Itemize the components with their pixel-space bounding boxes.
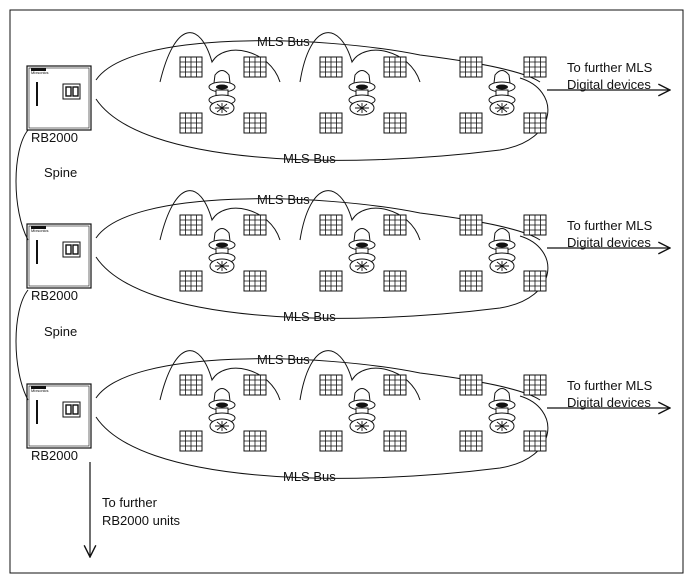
- bus-label-bottom: MLS Bus: [283, 309, 336, 324]
- spine-label-2: Spine: [44, 324, 77, 339]
- grid-panel-icon: [319, 112, 343, 134]
- further-label-line2: Digital devices: [567, 395, 651, 410]
- control-unit-icon: [26, 223, 92, 289]
- control-unit-icon: [26, 65, 92, 131]
- unit-label: RB2000: [31, 288, 78, 303]
- grid-panel-icon: [319, 214, 343, 236]
- bus-label-top: MLS Bus: [257, 34, 310, 49]
- light-fixture-icon: [348, 70, 376, 116]
- light-fixture-icon: [208, 388, 236, 434]
- grid-panel-icon: [459, 214, 483, 236]
- bus-label-bottom: MLS Bus: [283, 151, 336, 166]
- further-rb-label-line2: RB2000 units: [102, 513, 181, 528]
- grid-panel-icon: [243, 270, 267, 292]
- grid-panel-icon: [243, 374, 267, 396]
- unit-logo-text: Mixsonics: [31, 228, 49, 233]
- grid-panel-icon: [179, 270, 203, 292]
- grid-panel-icon: [523, 112, 547, 134]
- control-unit-icon: [26, 383, 92, 449]
- grid-panel-icon: [243, 112, 267, 134]
- grid-panel-icon: [243, 56, 267, 78]
- further-label-line2: Digital devices: [567, 235, 651, 250]
- grid-panel-icon: [459, 374, 483, 396]
- spine-line-1: [15, 129, 29, 241]
- light-fixture-icon: [208, 70, 236, 116]
- bus-label-top: MLS Bus: [257, 352, 310, 367]
- grid-panel-icon: [459, 430, 483, 452]
- further-label-line1: To further MLS: [567, 60, 653, 75]
- grid-panel-icon: [523, 270, 547, 292]
- grid-panel-icon: [319, 430, 343, 452]
- grid-panel-icon: [383, 270, 407, 292]
- light-fixture-icon: [348, 228, 376, 274]
- grid-panel-icon: [179, 56, 203, 78]
- spine-line-2: [15, 289, 29, 401]
- bus-label-top: MLS Bus: [257, 192, 310, 207]
- grid-panel-icon: [459, 270, 483, 292]
- grid-panel-icon: [319, 56, 343, 78]
- grid-panel-icon: [319, 374, 343, 396]
- grid-panel-icon: [383, 430, 407, 452]
- further-rb-label-line1: To further: [102, 495, 158, 510]
- bus-lower-loop: [95, 235, 549, 319]
- grid-panel-icon: [523, 374, 547, 396]
- light-fixture-icon: [208, 228, 236, 274]
- unit-label: RB2000: [31, 130, 78, 145]
- grid-panel-icon: [243, 430, 267, 452]
- further-label-line2: Digital devices: [567, 77, 651, 92]
- grid-panel-icon: [383, 56, 407, 78]
- spine-label-1: Spine: [44, 165, 77, 180]
- grid-panel-icon: [383, 214, 407, 236]
- bus-upper-loop: [95, 198, 541, 241]
- further-label-line1: To further MLS: [567, 378, 653, 393]
- grid-panel-icon: [319, 270, 343, 292]
- grid-panel-icon: [459, 112, 483, 134]
- grid-panel-icon: [179, 112, 203, 134]
- bus-upper-loop: [95, 358, 541, 401]
- grid-panel-icon: [243, 214, 267, 236]
- light-fixture-icon: [348, 388, 376, 434]
- unit-label: RB2000: [31, 448, 78, 463]
- light-fixture-icon: [488, 228, 516, 274]
- bus-upper-loop: [95, 40, 541, 83]
- grid-panel-icon: [383, 374, 407, 396]
- grid-panel-icon: [459, 56, 483, 78]
- light-fixture-icon: [488, 388, 516, 434]
- grid-panel-icon: [523, 56, 547, 78]
- diagram-frame: [9, 9, 684, 574]
- grid-panel-icon: [179, 374, 203, 396]
- light-fixture-icon: [488, 70, 516, 116]
- bus-lower-loop: [95, 77, 549, 161]
- further-label-line1: To further MLS: [567, 218, 653, 233]
- bus-lower-loop: [95, 395, 549, 479]
- grid-panel-icon: [523, 430, 547, 452]
- bus-label-bottom: MLS Bus: [283, 469, 336, 484]
- grid-panel-icon: [179, 430, 203, 452]
- grid-panel-icon: [383, 112, 407, 134]
- unit-logo-text: Mixsonics: [31, 388, 49, 393]
- grid-panel-icon: [523, 214, 547, 236]
- unit-logo-text: Mixsonics: [31, 70, 49, 75]
- grid-panel-icon: [179, 214, 203, 236]
